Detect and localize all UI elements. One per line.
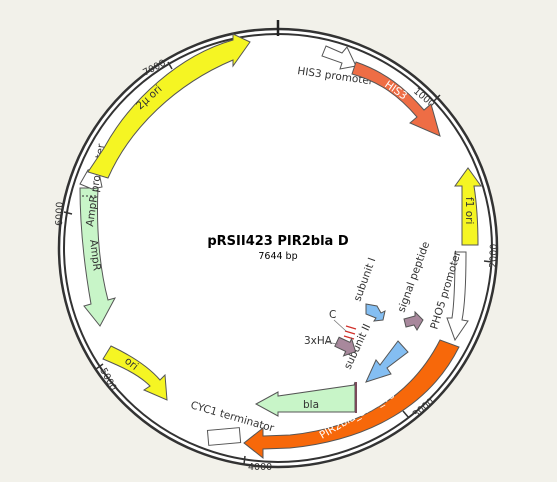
pho5-promoter-arrow: [446, 251, 469, 342]
f1-ori-label: f1 ori: [463, 197, 475, 224]
bla-label: bla: [303, 399, 319, 411]
f1-ori-arrow: [454, 167, 482, 246]
his3-promoter-arrow: [321, 45, 357, 70]
subunit2-arrow: [365, 340, 409, 383]
hax3-label: 3xHA: [304, 335, 333, 347]
tick-6000: 6000: [54, 202, 66, 227]
cyc1-terminator-box: [206, 427, 242, 446]
hax3-arrow: [334, 336, 357, 357]
c-label: C: [329, 309, 336, 321]
his3-arrow: [351, 61, 441, 137]
tick-2000: 2000: [488, 244, 500, 269]
c-leader: [333, 319, 347, 332]
subunit1-arrow: [365, 303, 386, 322]
c-terminal-marks: [343, 325, 357, 340]
pir2bla-arrow: [243, 339, 460, 460]
bla-arrow: [254, 381, 356, 417]
two-mu-ori-arrow: [87, 33, 251, 179]
tick-marks: [63, 61, 493, 465]
ori-arrow: [102, 345, 168, 401]
ampr-label: AmpR: [87, 239, 103, 272]
hax3-leader: [324, 341, 339, 345]
tick-4000: 4000: [248, 462, 272, 473]
ampr-arrow: [79, 187, 116, 327]
plasmid-title: pRSII423 PIR2bla D: [207, 234, 348, 249]
signal-peptide-arrow: [403, 310, 424, 331]
plasmid-length: 7644 bp: [258, 251, 297, 262]
